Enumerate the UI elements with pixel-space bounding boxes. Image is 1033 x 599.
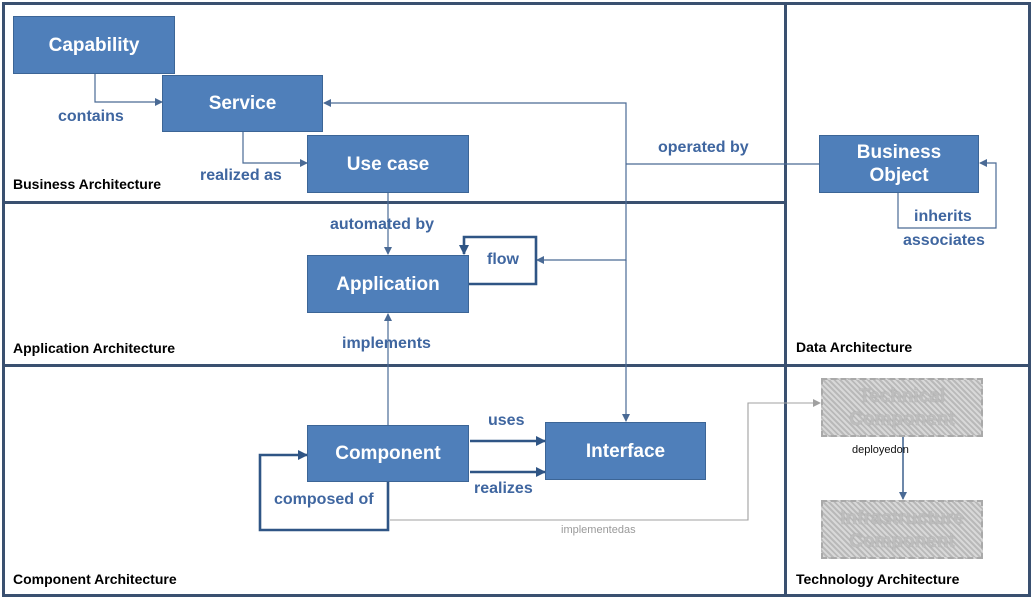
node-technical-component[interactable]: Technical Component xyxy=(821,378,983,437)
edge-label-uses: uses xyxy=(488,412,525,429)
node-infrastructure-component[interactable]: Infrastructure Component xyxy=(821,500,983,559)
edge-composed-of-loop xyxy=(258,450,390,532)
edge-label-realized-as: realized as xyxy=(200,167,282,184)
region-label-technology: Technology Architecture xyxy=(796,571,960,587)
node-service[interactable]: Service xyxy=(162,75,323,132)
edge-realized-as xyxy=(242,132,308,167)
edge-label-flow: flow xyxy=(487,251,519,268)
region-label-component: Component Architecture xyxy=(13,571,177,587)
region-label-application: Application Architecture xyxy=(13,340,176,356)
edge-label-implements: implements xyxy=(342,335,431,352)
edge-flow-loop xyxy=(459,235,538,286)
node-interface[interactable]: Interface xyxy=(545,422,706,480)
node-component[interactable]: Component xyxy=(307,425,469,482)
node-business-object[interactable]: Business Object xyxy=(819,135,979,193)
region-label-data: Data Architecture xyxy=(796,339,913,355)
edge-label-deployed-on: deployedon xyxy=(852,444,909,456)
edge-inherits-loop xyxy=(897,159,997,229)
edge-label-contains: contains xyxy=(58,108,124,125)
node-capability[interactable]: Capability xyxy=(13,16,175,74)
edge-operated-by-application xyxy=(536,164,627,264)
edge-operated-by-service xyxy=(323,99,627,164)
edge-label-associates: associates xyxy=(903,232,985,249)
edge-label-automated-by: automated by xyxy=(330,216,435,233)
region-label-business: Business Architecture xyxy=(13,176,162,192)
node-application[interactable]: Application xyxy=(307,255,469,313)
edge-label-inherits: inherits xyxy=(914,208,972,225)
edge-implemented-as xyxy=(390,399,821,521)
edge-contains xyxy=(94,73,163,106)
edge-label-operated-by: operated by xyxy=(658,139,749,156)
node-use-case[interactable]: Use case xyxy=(307,135,469,193)
edge-label-composed-of: composed of xyxy=(274,491,374,508)
edge-label-implemented-as: implementedas xyxy=(561,524,636,536)
edge-label-realizes: realizes xyxy=(474,480,533,497)
